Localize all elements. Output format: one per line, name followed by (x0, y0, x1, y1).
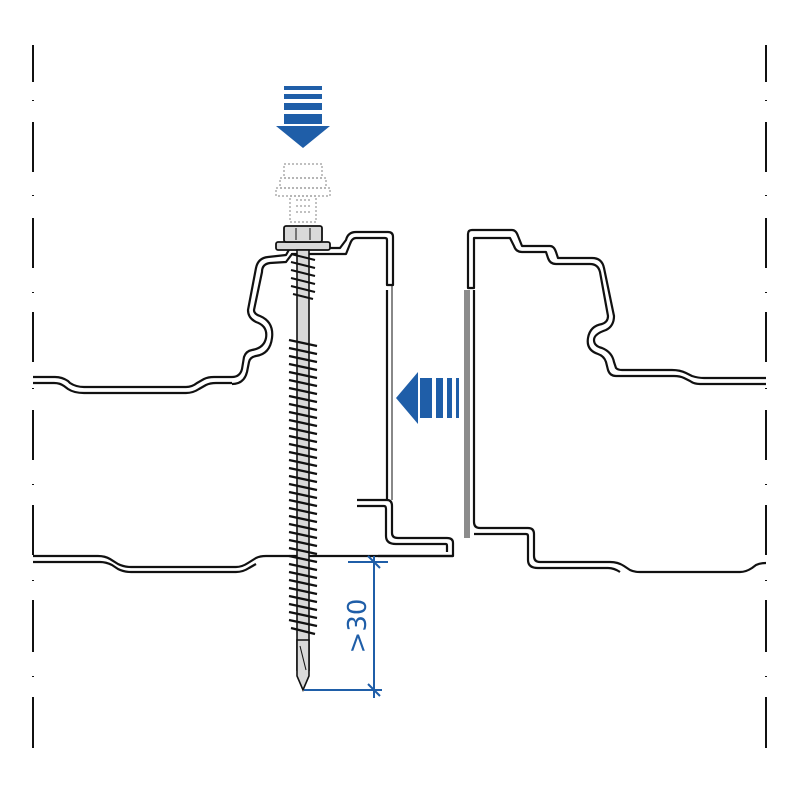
right-panel-bottom-edge (474, 532, 621, 573)
screw-hex-head (283, 225, 323, 243)
embedment-dimension (304, 555, 388, 698)
left-panel-bottom-sheet-inner (33, 560, 257, 574)
push-left-arrow (396, 372, 459, 424)
left-panel-bottom-lip (357, 498, 455, 558)
right-panel (466, 228, 767, 574)
screw-upper-thread (290, 253, 316, 300)
left-panel-top-sheet (33, 230, 395, 389)
screw-main-thread (288, 338, 318, 636)
joint-sealant-strip (464, 290, 470, 538)
left-panel-bottom-lip-inner (357, 504, 449, 552)
right-panel-top-sheet (466, 228, 766, 386)
left-panel (33, 230, 455, 574)
left-panel-top-sheet-inner (33, 381, 232, 395)
press-down-arrow (276, 86, 330, 148)
self-drilling-screw-icon (275, 225, 331, 693)
screw-washer (275, 241, 331, 251)
screw-head-ghost (275, 163, 331, 223)
left-panel-bottom-sheet (33, 554, 453, 569)
right-panel-side-face (472, 290, 767, 574)
screw-drill-tip (296, 639, 310, 693)
dimension-label: >30 (343, 599, 373, 654)
